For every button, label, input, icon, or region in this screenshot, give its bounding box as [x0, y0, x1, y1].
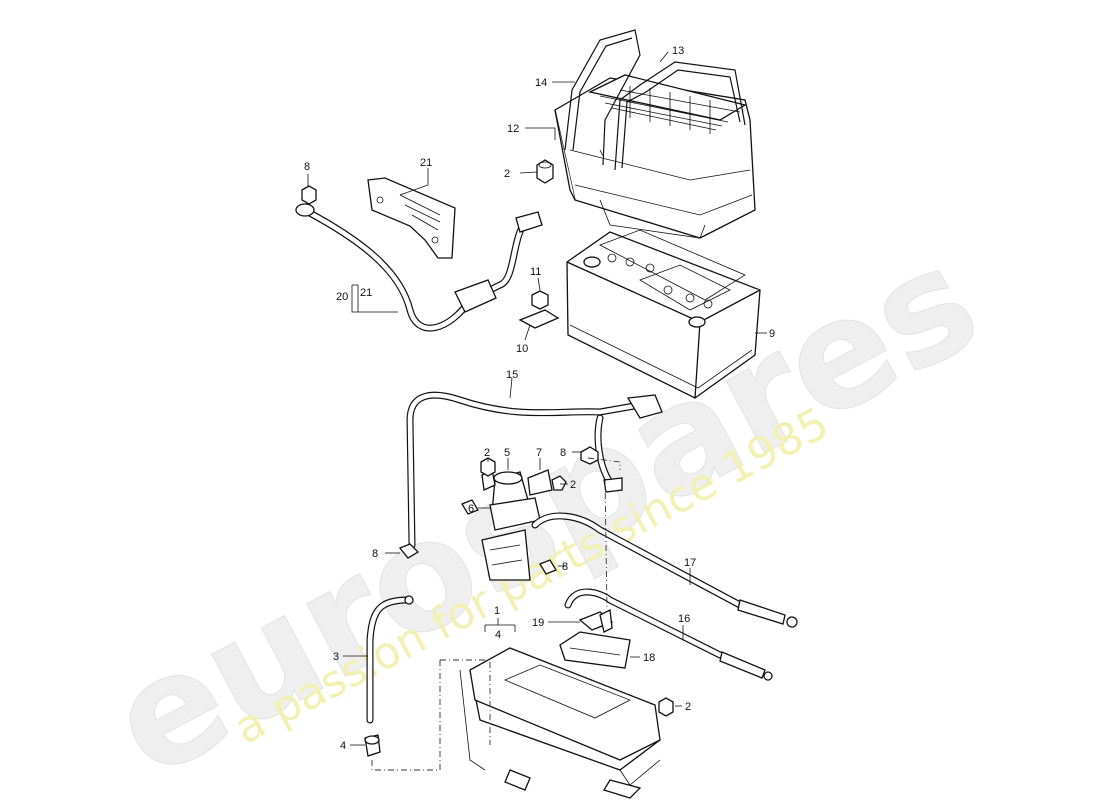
callout-11: 11	[530, 266, 541, 278]
callout-1: 1	[494, 605, 500, 617]
callout-19: 19	[532, 617, 544, 629]
holding-bars	[564, 29, 746, 171]
nut-tray	[658, 697, 674, 717]
small-fasteners	[398, 446, 599, 575]
callout-6: 6	[468, 503, 474, 515]
relay-unit	[481, 469, 553, 581]
callout-8-left: 8	[372, 548, 378, 560]
reference-lines	[371, 149, 621, 771]
callout-labels: 8 21 2 12 14 13 11 10 9 20 21 15 2 5 7 8…	[304, 45, 775, 752]
positive-cable	[406, 391, 663, 549]
cable-17	[531, 512, 798, 628]
callout-2-right: 2	[570, 479, 576, 491]
callout-18: 18	[643, 652, 655, 664]
callout-14: 14	[535, 77, 547, 89]
callout-2-left: 2	[484, 447, 490, 459]
callout-4-sensor: 4	[340, 740, 346, 752]
callout-12: 12	[507, 123, 519, 135]
callout-8-lower: 8	[562, 561, 568, 573]
sensor-4	[364, 734, 381, 757]
nut-cover	[536, 159, 554, 184]
clip	[518, 290, 560, 329]
callout-21-top: 21	[420, 157, 432, 169]
cover-18	[559, 631, 631, 669]
callout-15: 15	[506, 369, 518, 381]
callout-5: 5	[504, 447, 510, 459]
callout-16: 16	[678, 613, 690, 625]
callout-2-tray: 2	[685, 701, 691, 713]
callout-2-cover: 2	[504, 168, 510, 180]
callout-7: 7	[536, 447, 542, 459]
callout-9: 9	[769, 328, 775, 340]
callout-3: 3	[333, 651, 339, 663]
battery-tray	[459, 647, 661, 799]
callout-8-top: 8	[304, 161, 310, 173]
callout-4-tray: 4	[495, 629, 501, 641]
ground-cable	[295, 203, 543, 332]
battery	[566, 229, 761, 399]
callout-21-side: 21	[360, 287, 372, 299]
nut-8-top	[301, 185, 317, 205]
callout-13: 13	[672, 45, 684, 57]
bracket	[367, 177, 456, 259]
callout-17: 17	[684, 557, 696, 569]
connector-19	[578, 609, 614, 633]
leader-lines	[307, 51, 767, 746]
callout-10: 10	[516, 343, 528, 355]
battery-cover	[554, 74, 756, 239]
callout-8-mid: 8	[560, 447, 566, 459]
callout-20: 20	[336, 291, 348, 303]
cable-16	[564, 588, 773, 681]
cable-3	[366, 595, 414, 724]
